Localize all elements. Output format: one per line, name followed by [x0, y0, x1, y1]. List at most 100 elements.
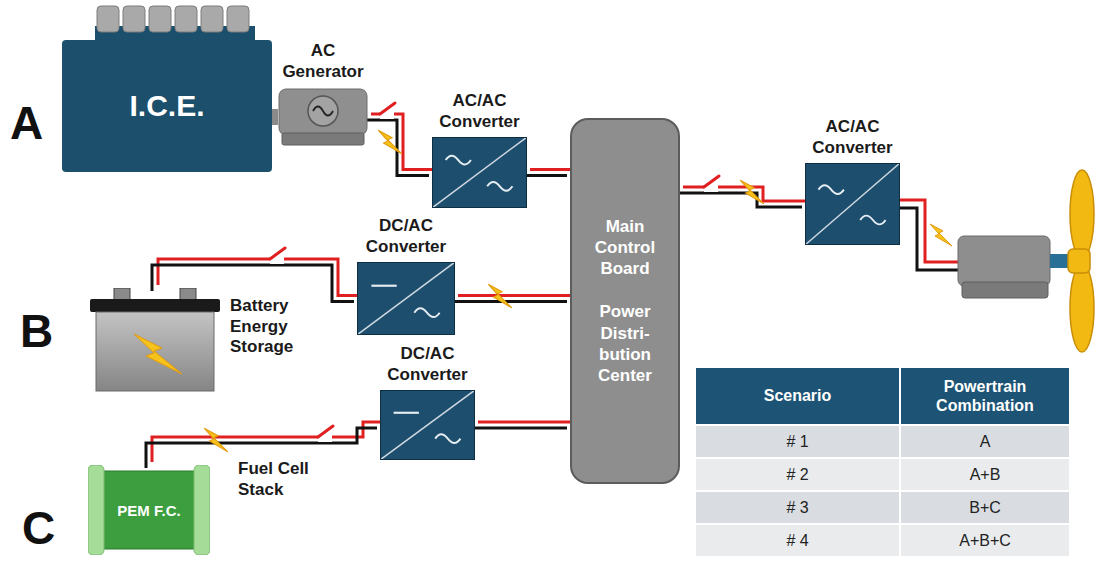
- propulsion-motor: [958, 236, 1070, 298]
- generator-symbol-part: [279, 89, 367, 135]
- powertrain-letter: B: [20, 308, 53, 354]
- motor-wires: [900, 200, 958, 270]
- power-flow-bolt-part: [378, 130, 402, 154]
- converter-symbol-part: [371, 285, 396, 287]
- battery: Battery Energy Storage: [90, 288, 220, 392]
- heading: AC Generator: [278, 41, 368, 82]
- power-flow-bolt-part: [488, 284, 512, 308]
- switch-part: [270, 248, 285, 259]
- heading-text: DC/AC Converter: [341, 216, 471, 257]
- converter-symbol-part: [358, 263, 453, 334]
- converter-symbol: [433, 138, 526, 207]
- power-cable-part: [371, 114, 435, 170]
- table-cell-text: A: [980, 433, 991, 451]
- control-board: Main Control BoardPower Distri- bution C…: [570, 118, 680, 484]
- propeller: [1068, 170, 1094, 352]
- engine-cylinders-part: [175, 6, 197, 32]
- converter-symbol: [381, 391, 474, 459]
- battery-symbol-part: [180, 288, 196, 300]
- drive-shaft-part: [272, 109, 278, 125]
- generator-symbol: [278, 88, 368, 146]
- fuel-cell-symbol-part: [88, 465, 104, 555]
- switch-part: [704, 176, 719, 187]
- heading-text: AC Generator: [278, 41, 368, 82]
- battery-symbol-part: [96, 312, 214, 391]
- converter-box: AC/AC Converter: [805, 163, 900, 245]
- table-cell-text: Powertrain Combination: [901, 377, 1069, 415]
- converter-box: DC/AC Converter: [380, 390, 475, 460]
- engine-label: I.C.E.: [129, 89, 204, 123]
- scenario-table: Scenario Powertrain Combination # 1 A # 2 A+B…: [695, 367, 1070, 557]
- table-cell: # 3: [695, 491, 900, 524]
- table-row: # 1 A: [695, 425, 1070, 458]
- converter-symbol-part: [819, 185, 844, 194]
- table-cell-text: # 2: [786, 466, 808, 484]
- table-cell-text: # 4: [786, 532, 808, 550]
- battery-symbol: [90, 288, 220, 392]
- table-row: # 3B+C: [695, 491, 1070, 524]
- power-cable: [677, 187, 808, 207]
- power-cable-part: [472, 427, 567, 430]
- converter-symbol-part: [381, 391, 473, 459]
- battery-symbol-part: [134, 334, 182, 374]
- switch-part: [318, 426, 333, 437]
- heading: AC/AC Converter: [788, 117, 918, 158]
- table-row: # 4 A+B+C: [695, 524, 1070, 557]
- converter-symbol-part: [435, 434, 460, 443]
- generator: AC Generator: [278, 88, 368, 146]
- engine-block: I.C.E.: [62, 40, 272, 172]
- converter-symbol: [806, 164, 899, 244]
- table-cell-text: Scenario: [764, 386, 832, 405]
- table-row: Scenario Powertrain Combination: [695, 367, 1070, 425]
- board-title: Main Control Board: [580, 216, 670, 280]
- power-cable-part: [677, 193, 802, 207]
- side-label: Fuel Cell Stack: [238, 459, 328, 500]
- power-cable-part: [530, 168, 573, 171]
- drive-shaft: [272, 117, 278, 118]
- table-cell-text: # 3: [786, 499, 808, 517]
- engine-cylinders-part: [123, 6, 145, 32]
- power-flow-bolt-part: [930, 224, 952, 246]
- table-cell: A+B+C: [900, 524, 1070, 557]
- propulsion-motor-part: [1050, 254, 1070, 268]
- propeller-part: [1068, 249, 1090, 273]
- converter-symbol-part: [860, 216, 885, 225]
- table-cell: A+B: [900, 458, 1070, 491]
- generator-symbol-part: [282, 133, 364, 145]
- battery-symbol-part: [114, 288, 130, 300]
- motor-wires-part: [900, 208, 958, 270]
- power-cable: [524, 170, 573, 176]
- engine-cylinders-part: [201, 6, 223, 32]
- converter-symbol-part: [433, 138, 525, 207]
- table-cell-text: # 1: [786, 433, 808, 451]
- table-cell-text: A+B+C: [959, 532, 1011, 550]
- table-row: # 2 A+B: [695, 458, 1070, 491]
- converter-box: AC/AC Converter: [432, 137, 527, 208]
- fuel-cell-stack: PEM F.C.Fuel Cell Stack: [88, 465, 210, 555]
- battery-label: Battery Energy Storage: [230, 296, 325, 358]
- engine-cylinders-part: [149, 6, 171, 32]
- converter-symbol: [358, 263, 454, 334]
- power-cable: [452, 296, 573, 302]
- power-flow-bolt-part: [740, 180, 764, 204]
- table-cell: # 2: [695, 458, 900, 491]
- propeller-part: [1070, 264, 1094, 352]
- fuel-cell-symbol-part: [98, 471, 200, 549]
- fuel-cell-label: PEM F.C.: [109, 502, 189, 519]
- table-cell: A: [900, 425, 1070, 458]
- battery-symbol-part: [90, 299, 220, 312]
- generator-symbol-part: [313, 107, 333, 116]
- converter-box: DC/AC Converter: [357, 262, 455, 335]
- table-cell: Scenario: [695, 367, 900, 425]
- converter-symbol-part: [446, 156, 471, 165]
- power-cable: [365, 114, 435, 176]
- generator-symbol-part: [308, 96, 338, 126]
- power-cable: [472, 422, 573, 428]
- powertrain-letter: A: [10, 100, 43, 146]
- converter-symbol-part: [394, 412, 419, 414]
- propulsion-motor-part: [962, 282, 1048, 298]
- converter-symbol-part: [806, 164, 899, 244]
- power-cable-part: [478, 421, 573, 424]
- power-cable-part: [365, 120, 429, 176]
- powertrain-letter: C: [22, 505, 55, 551]
